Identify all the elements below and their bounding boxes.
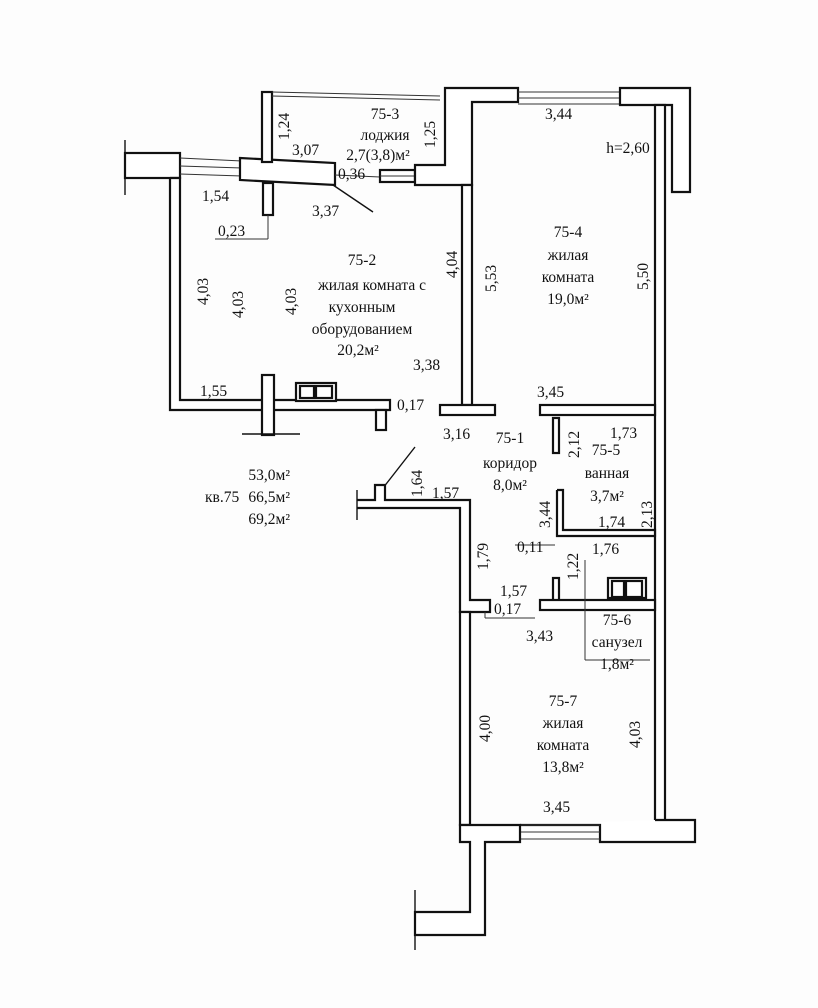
dimension: 1,74 — [598, 514, 625, 531]
room-name: санузел — [592, 634, 643, 651]
dimension: 0,17 — [397, 397, 424, 414]
room-id: 75-4 — [554, 224, 583, 241]
dimension: 1,55 — [200, 383, 227, 400]
room-area: 8,0м² — [493, 477, 527, 494]
dimension: 1,76 — [592, 541, 619, 558]
room-area: 2,7(3,8)м² — [346, 147, 410, 164]
room-name: ванная — [585, 465, 630, 482]
dimension: 5,53 — [483, 265, 500, 292]
apartment-summary: 53,0м² кв.75 66,5м² 69,2м² — [205, 467, 290, 528]
room-area: 20,2м² — [337, 342, 379, 359]
dimension: 0,11 — [517, 539, 544, 556]
dimension: 1,64 — [409, 470, 426, 497]
dimension: 1,73 — [610, 425, 637, 442]
room-name: жилая — [547, 247, 589, 264]
dimension: 1,79 — [475, 543, 492, 570]
dimension: 1,22 — [565, 553, 582, 580]
room-id: 75-1 — [496, 430, 524, 447]
area-total: 66,5м² — [248, 489, 290, 506]
room-id: 75-6 — [603, 612, 632, 629]
dimension: 3,37 — [312, 203, 339, 220]
room-name: комната — [542, 269, 595, 286]
room-area: 3,7м² — [590, 488, 624, 505]
dimension: 3,16 — [443, 426, 470, 443]
walls — [123, 86, 697, 950]
room-id: 75-7 — [549, 693, 578, 710]
dimension: 3,45 — [537, 384, 564, 401]
room-area: 19,0м² — [547, 291, 589, 308]
dimension: 3,44 — [545, 106, 572, 123]
dimension: 4,03 — [230, 291, 247, 318]
dimension: 1,57 — [500, 583, 527, 600]
dimension: 4,03 — [283, 288, 300, 315]
dimension: 5,50 — [635, 263, 652, 290]
dimension: 0,17 — [494, 601, 521, 618]
room-name: кухонным — [329, 299, 396, 316]
apartment-label: кв.75 — [205, 489, 239, 506]
dimension: 4,04 — [444, 251, 461, 278]
area-living: 53,0м² — [248, 467, 290, 484]
dimension: 4,03 — [195, 278, 212, 305]
dimension: 1,25 — [422, 121, 439, 148]
room-area: 1,8м² — [600, 656, 634, 673]
room-id: 75-2 — [348, 252, 376, 269]
room-name: оборудованием — [312, 321, 413, 338]
ceiling-height: h=2,60 — [606, 140, 650, 157]
dimension: 3,43 — [526, 628, 553, 645]
area-with-loggia: 69,2м² — [248, 511, 290, 528]
dimension: 3,07 — [292, 142, 319, 159]
room-name: лоджия — [360, 127, 409, 144]
dimension: 1,57 — [432, 485, 459, 502]
dimension: 3,38 — [413, 357, 440, 374]
dimension: 3,44 — [537, 501, 554, 528]
dimension: 2,12 — [566, 431, 583, 458]
room-name: жилая — [542, 715, 584, 732]
dimension: 4,03 — [627, 721, 644, 748]
dimension: 0,36 — [338, 166, 365, 183]
room-name: коридор — [483, 455, 537, 472]
dimension: 3,45 — [543, 799, 570, 816]
dimensions: 1,24 1,25 3,07 0,36 1,54 3,37 0,23 4,03 … — [195, 106, 656, 816]
room-labels: 75-3 лоджия 2,7(3,8)м² 75-2 жилая комнат… — [312, 106, 650, 776]
dimension: 4,00 — [477, 715, 494, 742]
room-name: жилая комната с — [317, 277, 426, 294]
room-name: комната — [537, 737, 590, 754]
room-area: 13,8м² — [542, 759, 584, 776]
room-id: 75-3 — [371, 106, 400, 123]
dimension: 2,13 — [639, 501, 656, 528]
room-id: 75-5 — [592, 442, 621, 459]
dimension: 1,24 — [276, 113, 293, 140]
dimension: 0,23 — [218, 223, 245, 240]
dimension: 1,54 — [202, 188, 229, 205]
